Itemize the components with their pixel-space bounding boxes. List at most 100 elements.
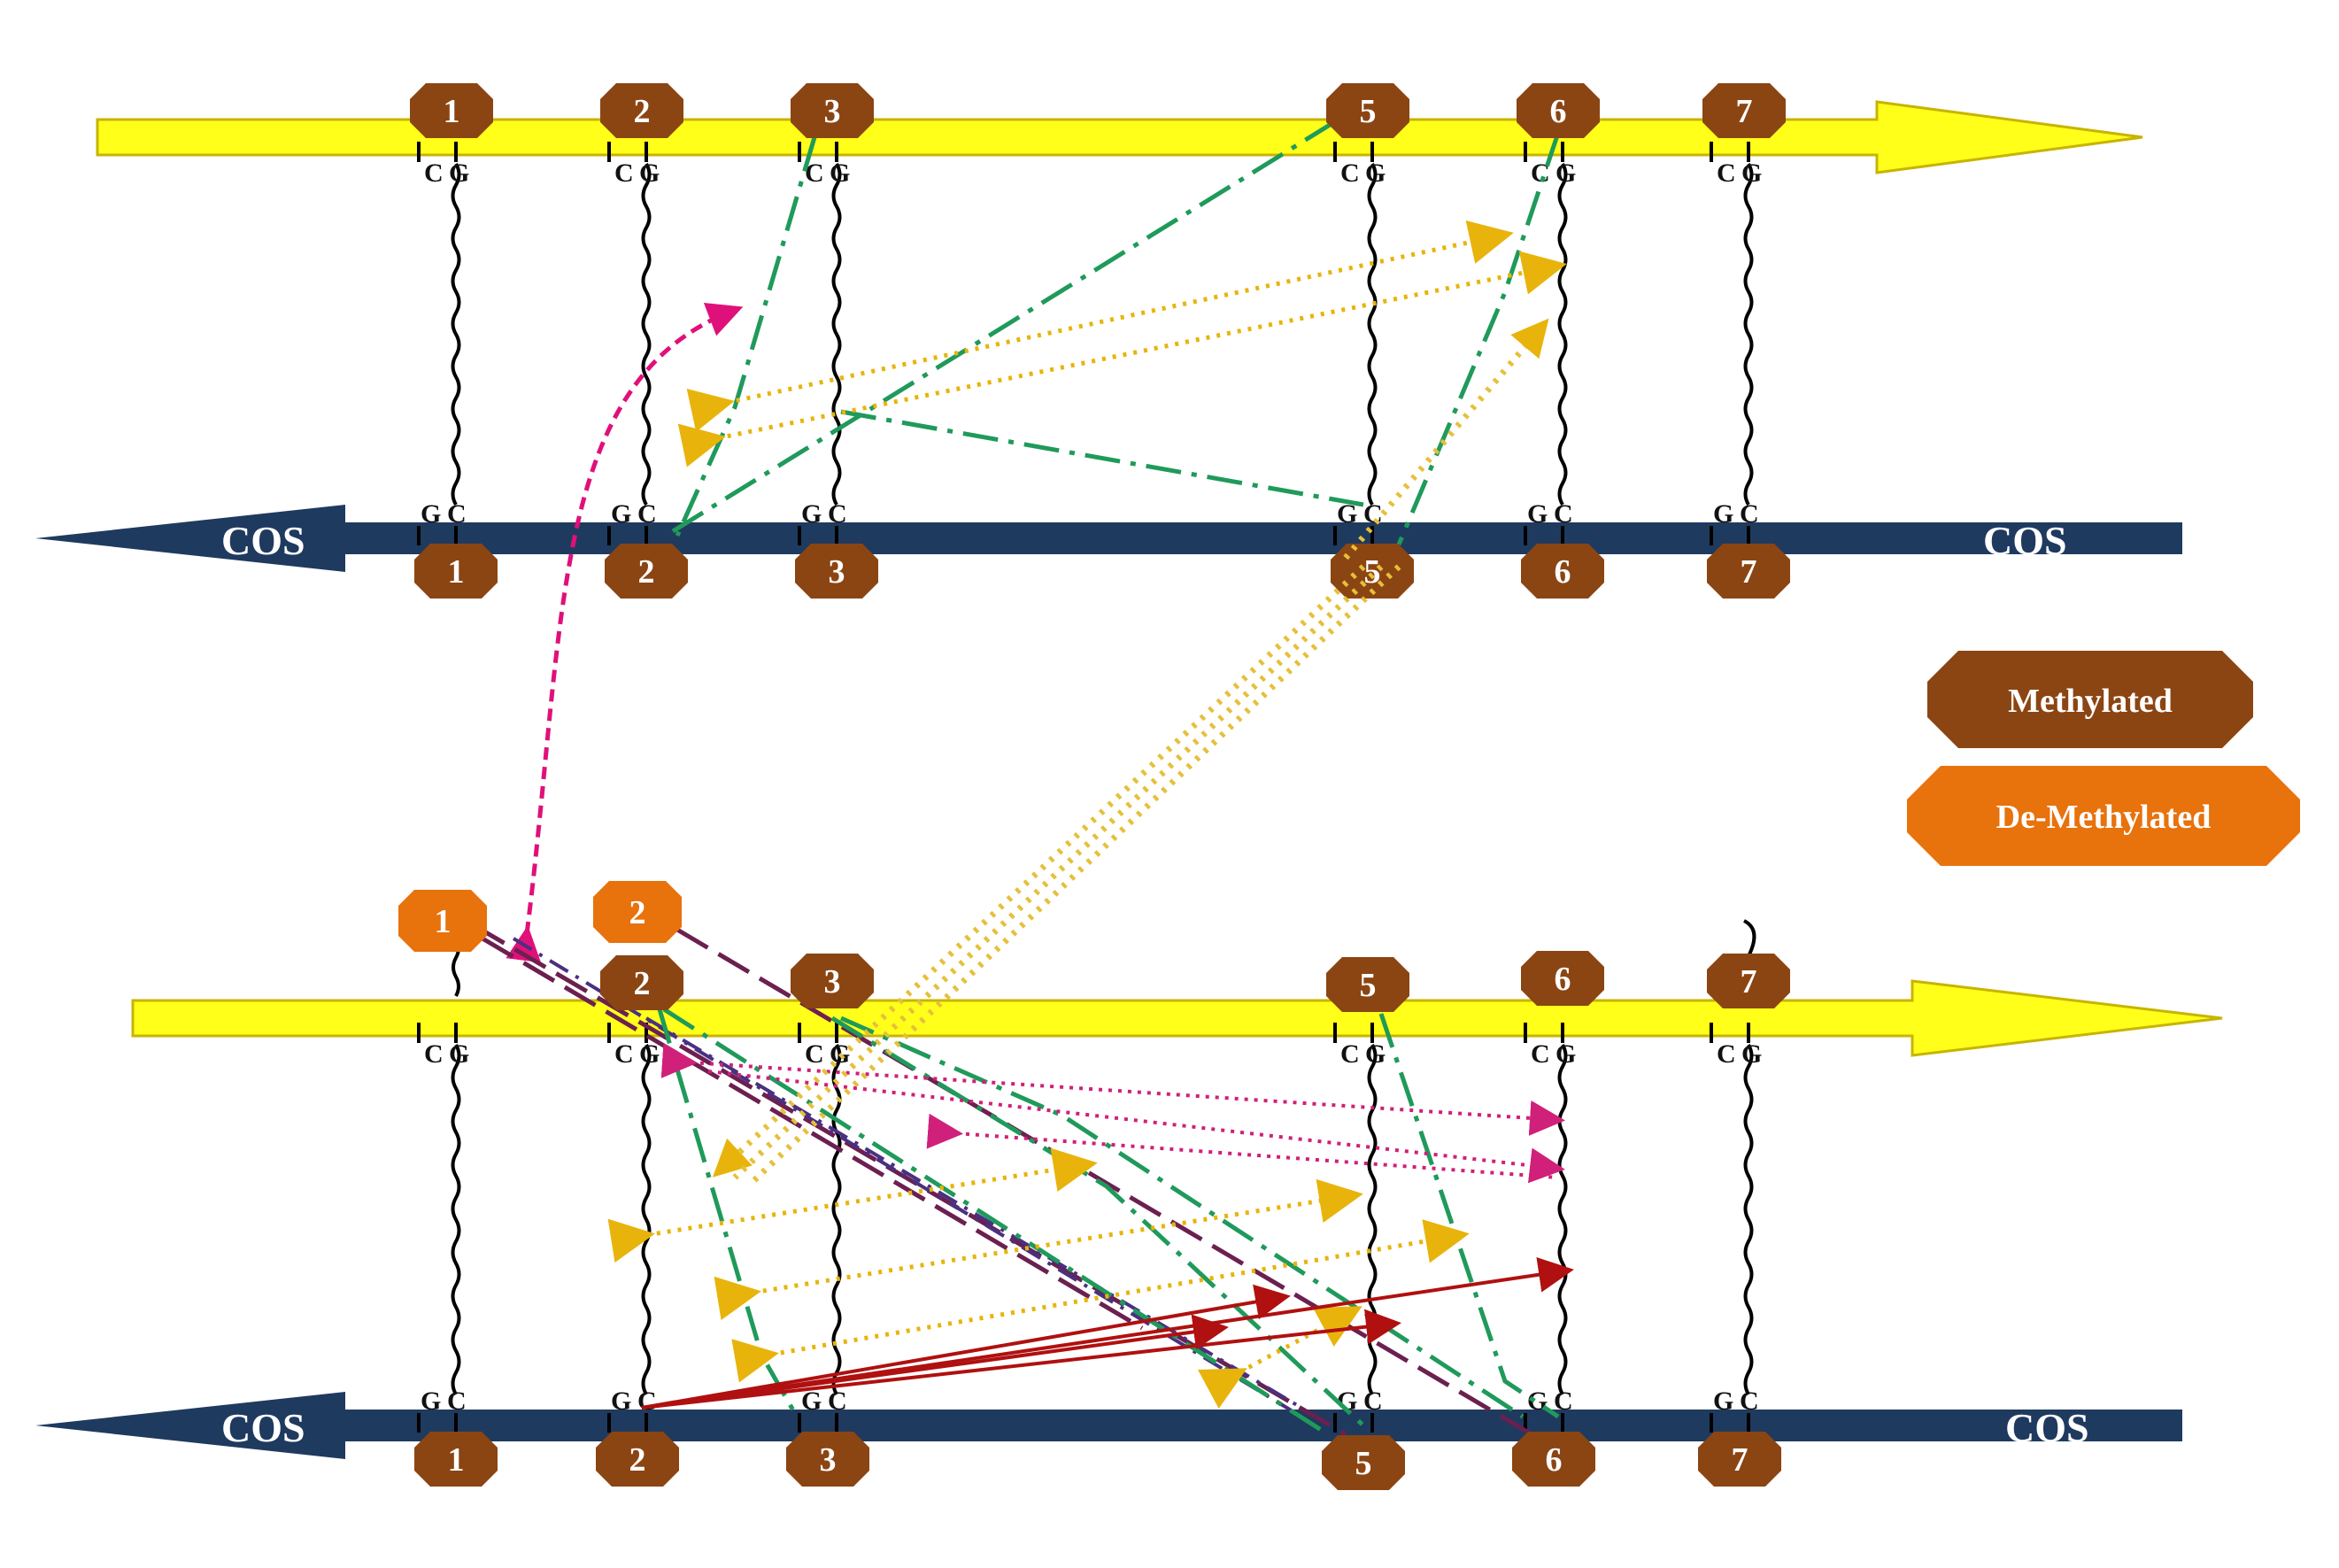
base-c: C [1340, 158, 1360, 188]
base-c: C [828, 499, 847, 529]
base-g: G [611, 499, 631, 529]
top-cos-label-right: COS [1983, 518, 2067, 563]
bottom-lower-site-6-methylated [1512, 1432, 1595, 1487]
base-g: G [1713, 499, 1733, 529]
bottom-lower-site-7-methylated [1698, 1432, 1781, 1487]
gold-link [607, 1147, 1098, 1263]
top-cos-label-left: COS [221, 518, 305, 563]
gold-cross-link [750, 564, 1401, 1185]
hydrogen-bond [1367, 1044, 1378, 1395]
red-link [641, 1284, 1291, 1410]
base-c: C [424, 158, 444, 188]
base-g: G [449, 1039, 469, 1069]
base-g: G [830, 158, 850, 188]
hydrogen-bond [451, 1044, 461, 1395]
hydrogen-bond [1742, 919, 1756, 957]
bottom-upper-site-5-methylated [1326, 957, 1409, 1012]
top-lower-site-1-methylated [414, 544, 498, 599]
base-g: G [1555, 1039, 1576, 1069]
base-c: C [1740, 1386, 1759, 1416]
bottom-cos-label-right: COS [2005, 1405, 2089, 1450]
bottom-lower-site-label: 6 [1546, 1441, 1563, 1479]
top-lower-site-label: 2 [638, 553, 655, 591]
gold-cross-link [1343, 318, 1549, 560]
top-lower-site-label: 7 [1741, 553, 1757, 591]
base-g: G [421, 499, 441, 529]
top-upper-site-label: 2 [634, 93, 651, 130]
base-c: C [828, 1386, 847, 1416]
top-upper-site-5-methylated [1326, 83, 1409, 138]
base-c: C [1363, 499, 1383, 529]
hydrogen-bond [1557, 1044, 1568, 1395]
bottom-upper-site-label: 1 [435, 903, 452, 940]
base-g: G [1365, 1039, 1386, 1069]
legend-demethylated-label: De-Methylated [1996, 799, 2212, 836]
top-upper-site-label: 6 [1550, 93, 1567, 130]
bottom-upper-site-1-demethylated [398, 890, 487, 952]
base-g: G [1713, 1386, 1733, 1416]
bottom-lower-site-3-methylated [786, 1432, 869, 1487]
bottom-gold-links [607, 1147, 1470, 1409]
hydrogen-bond [641, 1044, 652, 1395]
green-link [671, 112, 1347, 534]
base-c: C [1363, 1386, 1383, 1416]
base-c: C [1554, 499, 1573, 529]
base-g: G [1365, 158, 1386, 188]
hydrogen-bond [1557, 162, 1568, 506]
base-c: C [1554, 1386, 1573, 1416]
base-g: G [1555, 158, 1576, 188]
hydrogen-bond [1743, 162, 1754, 506]
top-lower-site-3-methylated [795, 544, 878, 599]
bottom-lower-site-label: 7 [1732, 1441, 1748, 1479]
hydrogen-bond [1367, 162, 1378, 506]
base-c: C [805, 158, 824, 188]
bottom-upper-site-label: 5 [1360, 967, 1377, 1004]
green-link [675, 136, 817, 537]
top-lower-site-5-methylated [1331, 544, 1414, 599]
top-upper-site-6-methylated [1517, 83, 1600, 138]
top-upper-site-3-methylated [791, 83, 874, 138]
base-g: G [1527, 1386, 1548, 1416]
base-c: C [805, 1039, 824, 1069]
base-c: C [1340, 1039, 1360, 1069]
bottom-lower-site-label: 1 [448, 1441, 465, 1479]
base-c: C [637, 499, 657, 529]
base-g: G [1741, 158, 1762, 188]
base-g: G [639, 1039, 660, 1069]
top-lower-site-7-methylated [1707, 544, 1790, 599]
base-g: G [801, 499, 822, 529]
top-lower-site-label: 5 [1364, 553, 1381, 591]
top-upper-site-7-methylated [1702, 83, 1786, 138]
top-antisense-strand [35, 505, 2182, 572]
bottom-antisense-strand [35, 1392, 2182, 1459]
bottom-upper-site-2-demethylated [593, 881, 682, 943]
top-lower-site-label: 3 [829, 553, 845, 591]
base-c: C [614, 1039, 634, 1069]
bottom-sense-strand [131, 979, 2223, 1057]
gold-cross-link [732, 564, 1384, 1180]
top-upper-site-label: 7 [1736, 93, 1753, 130]
top-lower-site-2-methylated [605, 544, 688, 599]
legend-methylated-label: Methylated [2008, 683, 2173, 720]
top-sense-strand [96, 100, 2143, 174]
top-lower-site-label: 1 [448, 553, 465, 591]
hydrogen-bond [1743, 1044, 1754, 1395]
gold-link [1197, 1306, 1362, 1409]
hydrogen-bond [831, 162, 842, 506]
bottom-upper-site-6-methylated [1521, 951, 1604, 1006]
base-c: C [447, 499, 467, 529]
base-c: C [447, 1386, 467, 1416]
bottom-pink-links [660, 1042, 1565, 1184]
bottom-lower-site-label: 5 [1355, 1445, 1372, 1482]
base-g: G [611, 1386, 631, 1416]
base-c: C [1717, 1039, 1736, 1069]
red-link [641, 1309, 1401, 1410]
green-link [1378, 1013, 1560, 1419]
base-g: G [1337, 499, 1357, 529]
